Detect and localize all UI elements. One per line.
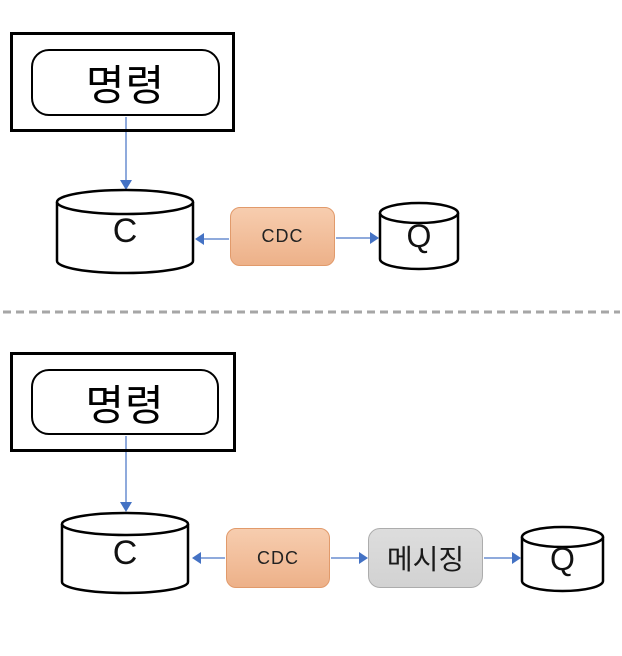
bottom-messaging-box: 메시징 (368, 528, 483, 588)
arrow-bottom-cdc-to-messaging-icon (331, 552, 368, 564)
arrow-top-command-to-c-icon (120, 117, 132, 190)
arrow-top-cdc-to-c-icon (195, 233, 229, 245)
top-cdc-box: CDC (230, 207, 335, 266)
arrow-bottom-command-to-c-icon (120, 436, 132, 512)
arrow-bottom-messaging-to-q-icon (484, 552, 521, 564)
bottom-cdc-label: CDC (257, 547, 299, 568)
bottom-cdc-box: CDC (226, 528, 330, 588)
bottom-command-db-cylinder-icon (60, 511, 190, 595)
arrow-top-cdc-to-q-icon (336, 232, 379, 244)
top-command-label: 명령 (85, 62, 166, 109)
bottom-command-label: 명령 (85, 381, 165, 429)
top-command-service-outer-box (10, 32, 235, 132)
bottom-command-box: 명령 (31, 369, 219, 435)
bottom-command-service-outer-box (10, 352, 236, 452)
bottom-messaging-label: 메시징 (386, 544, 465, 575)
top-command-box: 명령 (31, 49, 220, 116)
bottom-query-db-cylinder-icon (520, 525, 605, 593)
top-query-db-cylinder-icon (378, 201, 460, 271)
arrow-bottom-cdc-to-c-icon (192, 552, 225, 564)
top-cdc-label: CDC (261, 226, 304, 246)
top-command-db-cylinder-icon (55, 188, 195, 275)
